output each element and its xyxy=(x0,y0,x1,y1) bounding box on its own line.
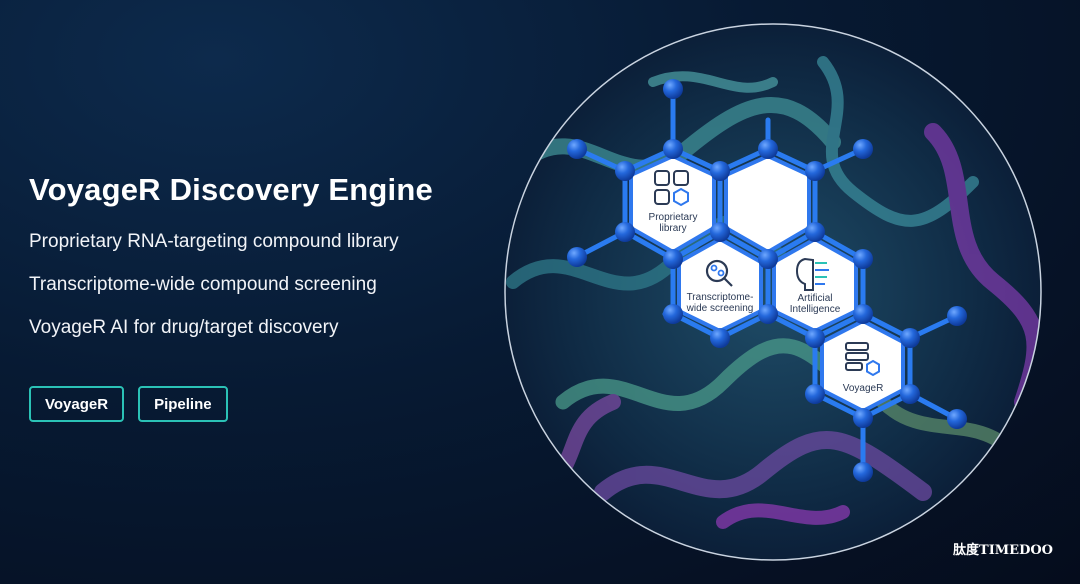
circle-frame xyxy=(504,23,1042,561)
pipeline-button[interactable]: Pipeline xyxy=(138,386,228,422)
voyager-button[interactable]: VoyageR xyxy=(29,386,125,422)
hex-labels: Proprietary library Transcriptome- wide … xyxy=(649,212,884,394)
label-voyager: VoyageR xyxy=(843,383,884,394)
magnifier-molecule-icon xyxy=(705,259,733,287)
discovery-diagram: Proprietary library Transcriptome- wide … xyxy=(503,22,1043,562)
feature-ai: VoyageR AI for drug/target discovery xyxy=(29,317,339,338)
library-grid-icon xyxy=(654,170,689,207)
feature-library: Proprietary RNA-targeting compound libra… xyxy=(29,231,399,252)
label-screening-1: Transcriptome- xyxy=(687,292,754,303)
label-ai-1: Artificial xyxy=(797,293,832,304)
feature-screening: Transcriptome-wide compound screening xyxy=(29,274,377,295)
protein-background xyxy=(505,24,1041,560)
diagram-svg: Proprietary library Transcriptome- wide … xyxy=(504,23,1042,561)
label-screening-2: wide screening xyxy=(686,303,754,314)
watermark: 肽度TIMEDOO xyxy=(953,543,1053,558)
hero-buttons: VoyageR Pipeline xyxy=(29,386,228,422)
atom-nodes xyxy=(567,79,967,482)
label-ai-2: Intelligence xyxy=(790,304,841,315)
label-library-1: Proprietary xyxy=(649,212,698,223)
label-library-2: library xyxy=(659,223,686,234)
hero-text: VoyageR Discovery Engine Proprietary RNA… xyxy=(29,168,499,359)
server-stack-icon xyxy=(845,342,880,377)
ai-brain-icon xyxy=(795,257,829,291)
page-title: VoyageR Discovery Engine xyxy=(29,172,433,207)
